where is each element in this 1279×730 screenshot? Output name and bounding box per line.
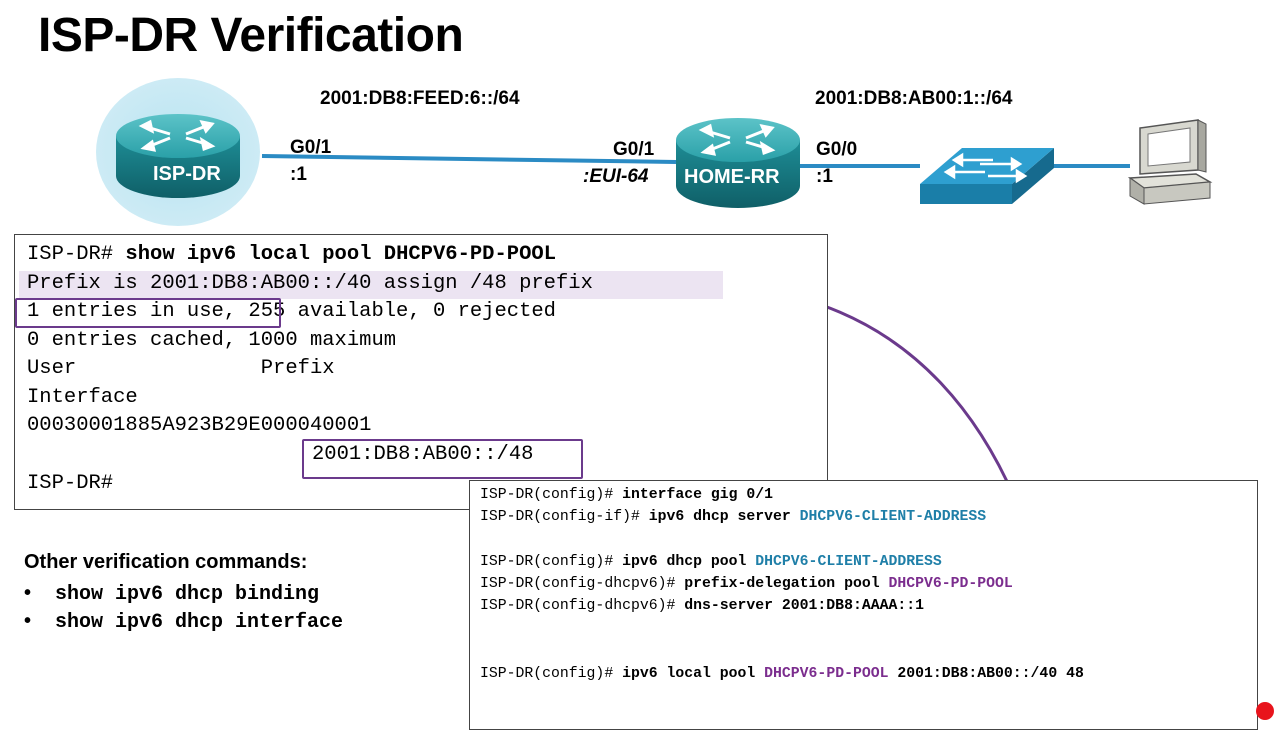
config-command: ipv6 local pool [622, 666, 765, 682]
config-prompt: ISP-DR(config)# [480, 487, 623, 503]
output-line-prompt: ISP-DR# [27, 472, 114, 495]
output-line-command: ISP-DR# show ipv6 local pool DHCPV6-PD-P… [27, 241, 556, 269]
config-prompt: ISP-DR(config-if)# [480, 509, 649, 525]
home-rr-router-label: HOME-RR [684, 166, 780, 188]
isp-dr-interface-label: G0/1 [290, 137, 332, 158]
left-network-prefix: 2001:DB8:FEED:6::/64 [320, 88, 520, 109]
home-rr-wan-interface-label: G0/1 [613, 139, 655, 160]
config-command: ipv6 dhcp server [648, 509, 800, 525]
isp-dr-router-icon [116, 114, 240, 198]
config-prompt: ISP-DR(config-dhcpv6)# [480, 576, 685, 592]
output-line-prefix: Prefix is 2001:DB8:AB00::/40 assign /48 … [27, 272, 593, 295]
entries-in-use-highlight-box [15, 298, 281, 328]
home-rr-router-icon [676, 118, 800, 208]
output-line-entries-in-use: 1 entries in use, 255 available, 0 rejec… [27, 300, 556, 323]
isp-dr-router-label: ISP-DR [153, 163, 221, 185]
list-item: show ipv6 dhcp binding [24, 580, 343, 608]
pc-icon [1127, 119, 1213, 205]
isp-dr-interface-address: :1 [290, 164, 307, 185]
config-prompt: ISP-DR(config)# [480, 554, 623, 570]
config-terminal: ISP-DR(config)# interface gig 0/1 ISP-DR… [469, 480, 1258, 730]
other-commands-heading: Other verification commands: [24, 551, 308, 573]
slide-title: ISP-DR Verification [38, 9, 464, 62]
prefix-line-highlight [19, 271, 723, 299]
config-line-dhcp-server: ISP-DR(config-if)# ipv6 dhcp server DHCP… [480, 506, 986, 528]
config-prompt: ISP-DR(config)# [480, 666, 623, 682]
switch-icon [920, 148, 1054, 204]
right-network-prefix: 2001:DB8:AB00:1::/64 [815, 88, 1013, 109]
output-line-entries-cached: 0 entries cached, 1000 maximum [27, 329, 397, 352]
home-rr-lan-interface-address: :1 [816, 166, 833, 187]
config-command: prefix-delegation pool [684, 576, 889, 592]
home-rr-wan-interface-address: :EUI-64 [583, 166, 649, 187]
other-commands-list: show ipv6 dhcp binding show ipv6 dhcp in… [24, 580, 343, 636]
config-line-dhcp-pool: ISP-DR(config)# ipv6 dhcp pool DHCPV6-CL… [480, 551, 942, 573]
other-commands: Other verification commands: show ipv6 d… [24, 551, 343, 636]
config-pool-name: DHCPV6-PD-POOL [764, 666, 889, 682]
config-line-dns-server: ISP-DR(config-dhcpv6)# dns-server 2001:D… [480, 595, 924, 617]
output-line-delegated-prefix: 2001:DB8:AB00::/48 [312, 443, 534, 466]
output-line-user-id: 00030001885A923B29E000040001 [27, 414, 372, 437]
config-pool-name: DHCPV6-PD-POOL [888, 576, 1013, 592]
output-line-column-header: User Prefix [27, 357, 335, 380]
show-output-terminal: ISP-DR# show ipv6 local pool DHCPV6-PD-P… [14, 234, 828, 510]
link-isp-home [261, 154, 677, 164]
config-line-local-pool: ISP-DR(config)# ipv6 local pool DHCPV6-P… [480, 663, 1084, 685]
output-command: show ipv6 local pool DHCPV6-PD-POOL [125, 243, 556, 266]
home-rr-lan-interface-label: G0/0 [816, 139, 858, 160]
output-line-interface-header: Interface [27, 386, 138, 409]
config-command: interface gig 0/1 [622, 487, 774, 503]
config-command-args: 2001:DB8:AB00::/40 48 [888, 666, 1084, 682]
config-line-prefix-delegation: ISP-DR(config-dhcpv6)# prefix-delegation… [480, 573, 1013, 595]
delegated-prefix-highlight-box [302, 439, 583, 479]
config-pool-name: DHCPV6-CLIENT-ADDRESS [799, 509, 987, 525]
list-item: show ipv6 dhcp interface [24, 608, 343, 636]
config-line-interface: ISP-DR(config)# interface gig 0/1 [480, 484, 773, 506]
config-pool-name: DHCPV6-CLIENT-ADDRESS [755, 554, 942, 570]
config-command: ipv6 dhcp pool [622, 554, 756, 570]
config-prompt: ISP-DR(config-dhcpv6)# [480, 598, 685, 614]
record-indicator [1256, 702, 1274, 720]
config-command: dns-server 2001:DB8:AAAA::1 [684, 598, 924, 614]
output-prompt: ISP-DR# [27, 243, 126, 266]
